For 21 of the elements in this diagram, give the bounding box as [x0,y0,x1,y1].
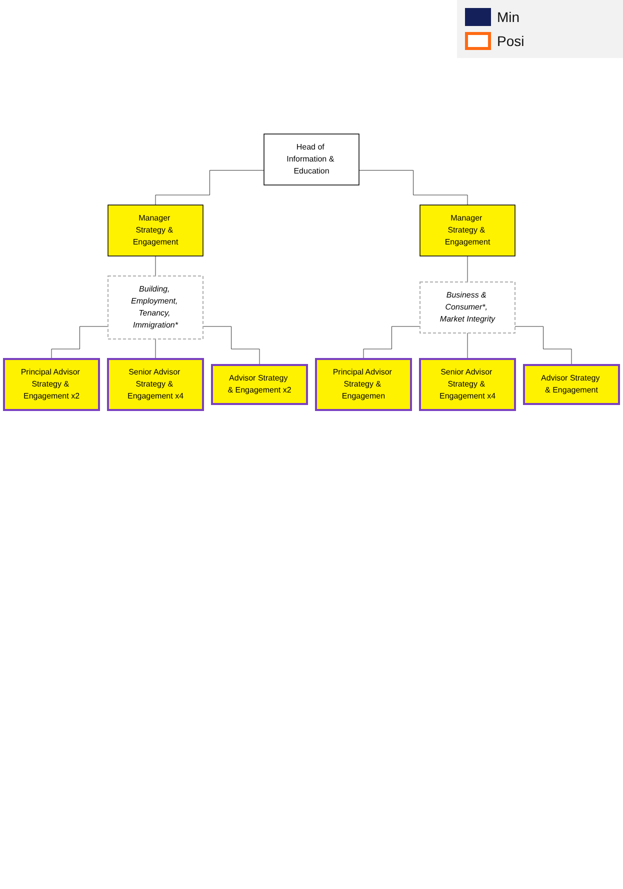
node-box: Building, Employment, Tenancy, Immigration* [108,276,204,340]
node-box: Manager Strategy & Engagement [108,204,204,256]
node-box: Advisor Strategy & Engagement x2 [211,364,308,405]
node-box: Manager Strategy & Engagement [420,204,516,256]
connector [155,256,156,276]
legend-label: Posi [497,33,524,49]
node-box: Business & Consumer*, Market Integrity [420,282,516,334]
connector [202,326,260,366]
node-box: Senior Advisor Strategy & Engagement x4 [419,358,516,411]
connector [155,170,264,206]
node-box: Principal Advisor Strategy & Engagemen [315,358,412,411]
connector [358,170,468,206]
legend-label: Min [497,9,520,25]
connector [363,326,420,360]
connector [51,326,108,360]
connector [467,256,468,282]
node-box: Principal Advisor Strategy & Engagement x2 [3,358,100,411]
connector [514,326,572,366]
node-box: Advisor Strategy & Engagement [523,364,620,405]
node-box: Senior Advisor Strategy & Engagement x4 [107,358,204,411]
node-box: Head of Information & Education [264,134,360,186]
